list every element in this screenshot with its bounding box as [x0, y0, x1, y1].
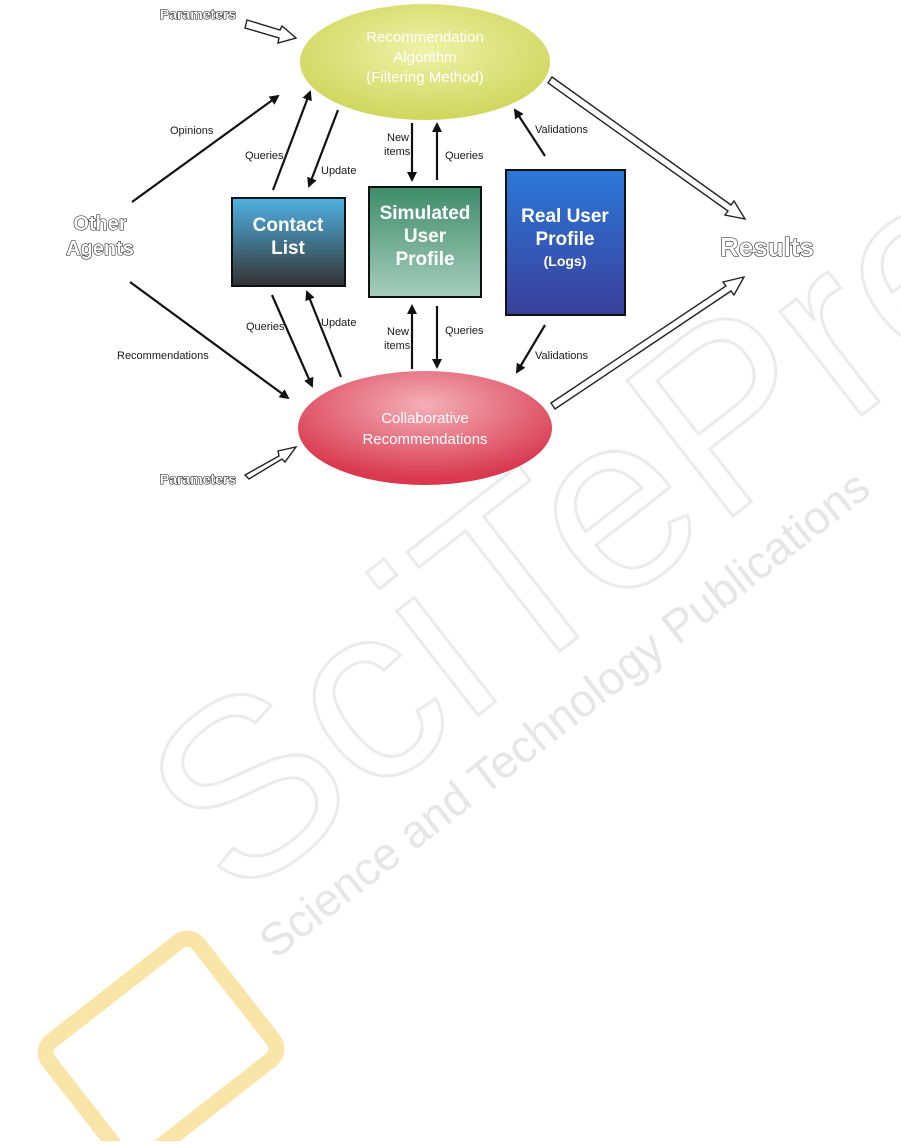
- parameters-top-arrow: [244, 19, 298, 44]
- simulated-user-profile-node: Simulated User Profile: [368, 186, 482, 298]
- label-queries-contact-bottom: Queries: [246, 321, 285, 333]
- edge-validations-bottom: [515, 324, 546, 374]
- label-validations-top: Validations: [535, 124, 588, 136]
- parameters-top-label: Parameters: [160, 6, 236, 22]
- real-profile-sub: (Logs): [544, 253, 587, 269]
- edge-queries-contact-top: [271, 90, 312, 191]
- label-opinions: Opinions: [170, 125, 214, 137]
- edge-queries-contact-bottom: [270, 294, 314, 388]
- label-recommendations: Recommendations: [117, 350, 209, 362]
- real-profile-line2: Profile: [535, 229, 594, 250]
- edge-update-contact-bottom: [305, 290, 343, 378]
- label-new-items-bottom-1: New: [387, 326, 409, 338]
- contact-list-line1: Contact: [253, 215, 324, 236]
- simulated-line2: User: [404, 226, 447, 247]
- other-agents-line2: Agents: [66, 238, 134, 260]
- label-update-contact-bottom: Update: [321, 317, 356, 329]
- recommendation-algorithm-node: Recommendation Algorithm (Filtering Meth…: [300, 4, 550, 120]
- results-label: Results: [720, 232, 814, 262]
- label-new-items-top-1: New: [387, 132, 409, 144]
- label-new-items-top-2: items: [384, 146, 411, 158]
- simulated-line1: Simulated: [380, 203, 471, 224]
- watermark: SciTePress Science and Technology Public…: [37, 0, 901, 1146]
- results-bottom-arrow: [550, 275, 746, 410]
- real-profile-line1: Real User: [521, 206, 609, 227]
- other-agents-line1: Other: [73, 213, 127, 235]
- simulated-line3: Profile: [395, 249, 454, 270]
- recommendation-algorithm-line1: Recommendation: [366, 29, 484, 46]
- parameters-bottom-arrow: [243, 445, 298, 480]
- recommendation-algorithm-line2: Algorithm: [393, 49, 456, 66]
- label-queries-sim-top: Queries: [445, 150, 484, 162]
- label-update-contact-top: Update: [321, 165, 356, 177]
- parameters-bottom-label: Parameters: [160, 471, 236, 487]
- edge-opinions: [131, 94, 280, 203]
- label-validations-bottom: Validations: [535, 350, 588, 362]
- label-queries-sim-bottom: Queries: [445, 325, 484, 337]
- collaborative-line1: Collaborative: [381, 410, 469, 427]
- contact-list-line2: List: [271, 238, 305, 259]
- label-new-items-bottom-2: items: [384, 340, 411, 352]
- results-top-arrow: [547, 76, 747, 221]
- watermark-logo-shape: [37, 930, 285, 1146]
- label-queries-contact-top: Queries: [245, 150, 284, 162]
- collaborative-recommendations-node: Collaborative Recommendations: [298, 371, 552, 485]
- contact-list-node: Contact List: [231, 197, 346, 287]
- edge-validations-top: [513, 108, 546, 157]
- collaborative-line2: Recommendations: [362, 431, 487, 448]
- edge-update-contact-top: [307, 109, 340, 188]
- real-user-profile-node: Real User Profile (Logs): [505, 169, 626, 316]
- recommendation-algorithm-line3: (Filtering Method): [366, 69, 484, 86]
- edge-recommendations: [129, 281, 290, 400]
